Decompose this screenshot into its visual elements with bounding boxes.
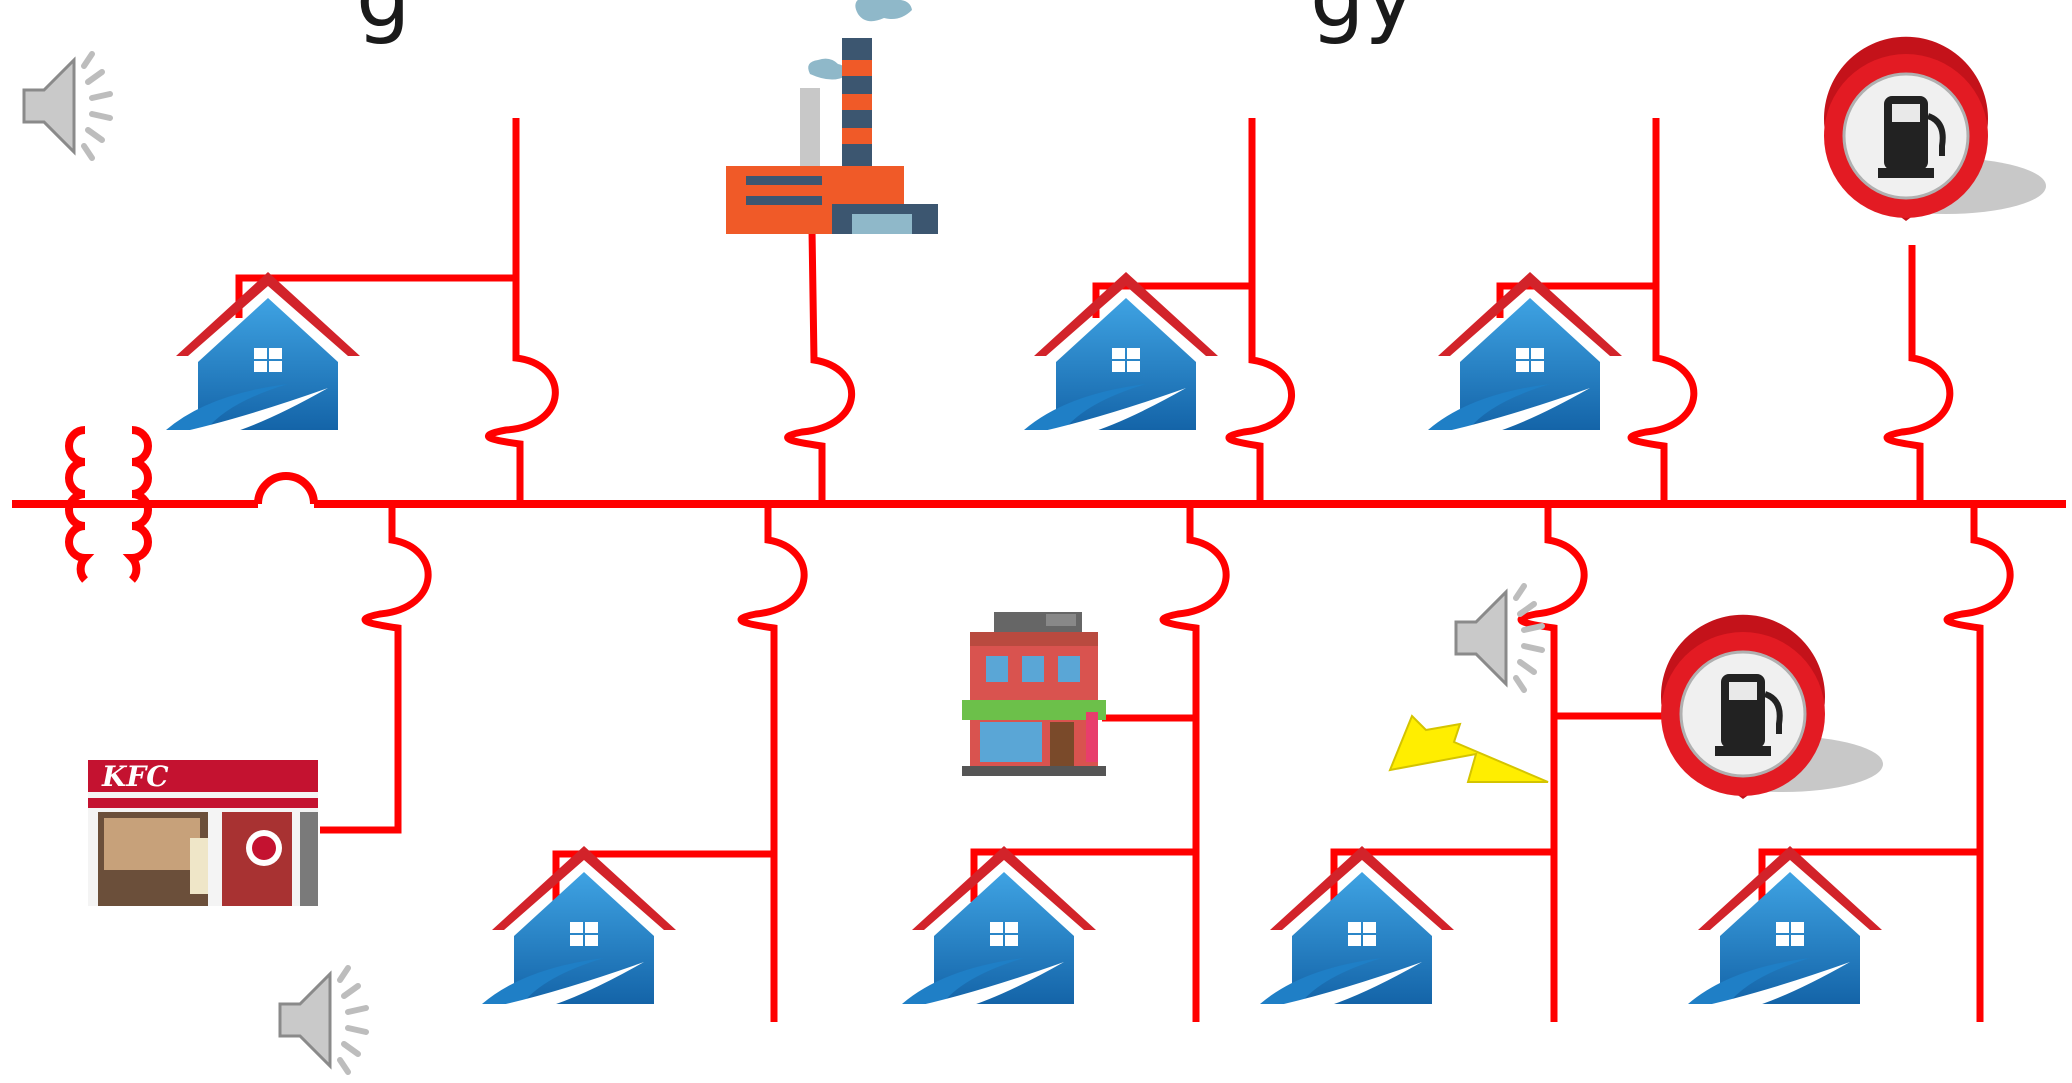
lightning-fault-icon <box>1388 714 1549 783</box>
transformer-icon <box>65 426 152 583</box>
bus-fuse-icon <box>254 472 318 505</box>
house-icon-1 <box>166 272 360 434</box>
house-icon-7 <box>1688 846 1882 1008</box>
house-icon-6 <box>1260 846 1454 1008</box>
slide-title-fragment-left: g <box>356 0 411 40</box>
power-bus <box>12 472 2066 508</box>
gas-station-pin-icon-1 <box>1824 37 2046 221</box>
shop-icon <box>962 612 1106 776</box>
speaker-icon-3[interactable] <box>280 968 366 1072</box>
lower-feeders <box>320 504 2014 1022</box>
speaker-icon-2[interactable] <box>1456 586 1542 690</box>
house-icon-2 <box>1024 272 1218 434</box>
house-icon-4 <box>482 846 676 1008</box>
gas-station-pin-icon-2 <box>1661 615 1883 799</box>
slide-title-fragment-right: gy <box>1310 0 1415 40</box>
speaker-icon-1[interactable] <box>24 54 110 158</box>
factory-icon <box>726 0 938 234</box>
house-icon-3 <box>1428 272 1622 434</box>
kfc-sign-text: KFC <box>101 760 169 793</box>
kfc-store-image: KFC <box>88 760 318 906</box>
house-icon-5 <box>902 846 1096 1008</box>
